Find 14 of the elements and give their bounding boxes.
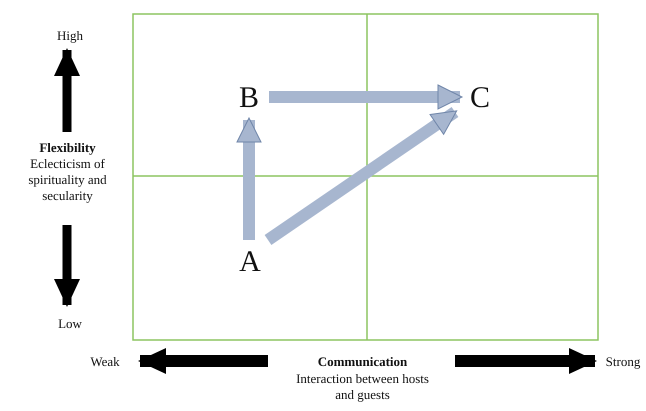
quadrant-letter: B: [229, 78, 269, 118]
axis-description: Interaction between hosts and guests: [295, 371, 430, 403]
axis-label: Strong: [604, 354, 642, 370]
axis-title: Communication: [316, 354, 408, 370]
axis-label: High: [56, 28, 84, 44]
axis-label: Low: [57, 316, 83, 332]
block-arrow: [236, 118, 262, 240]
axis-label: Weak: [89, 354, 121, 370]
block-arrow: [269, 84, 462, 110]
axis-title: Flexibility: [38, 140, 97, 156]
block-arrow: [264, 107, 458, 245]
quadrant-letter: A: [230, 240, 270, 284]
quadrant-letter: C: [460, 78, 500, 118]
axis-description: Eclecticism of spirituality and secularity: [27, 156, 108, 204]
